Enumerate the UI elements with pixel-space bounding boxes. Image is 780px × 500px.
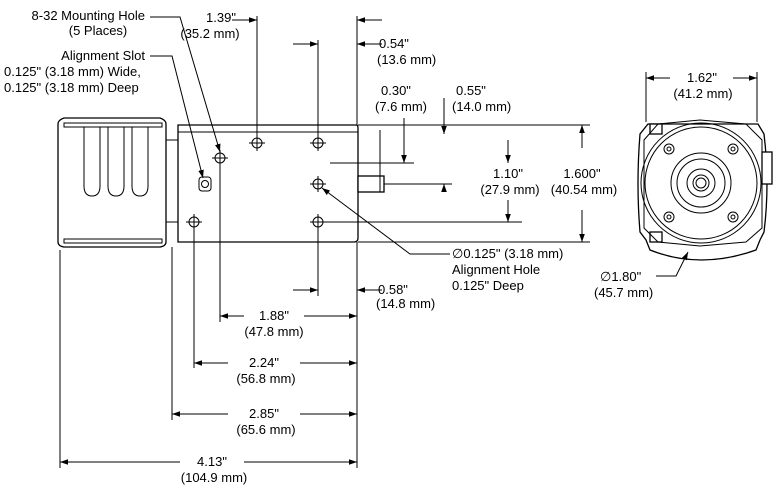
front-view xyxy=(637,72,773,277)
dim-030-mm: (7.6 mm) xyxy=(375,99,427,114)
knob-housing xyxy=(57,117,178,248)
annotation-labels: 8-32 Mounting Hole (5 Places) Alignment … xyxy=(4,8,563,293)
dim-1600-in: 1.600" xyxy=(563,166,601,181)
dim-139-in: 1.39" xyxy=(206,10,236,25)
dim-054-in: 0.54" xyxy=(379,36,409,51)
dim-110-in: 1.10" xyxy=(493,166,523,181)
mounting-hole-label: 8-32 Mounting Hole xyxy=(32,8,145,23)
dim-030-in: 0.30" xyxy=(381,83,411,98)
alignment-hole-diameter: ∅0.125" (3.18 mm) xyxy=(452,246,563,261)
alignment-hole-depth: 0.125" Deep xyxy=(452,278,524,293)
mounting-holes xyxy=(186,135,326,230)
extension-lines xyxy=(59,16,590,468)
dim-224-mm: (56.8 mm) xyxy=(236,371,295,386)
dim-055-mm: (14.0 mm) xyxy=(452,99,511,114)
alignment-hole-label: Alignment Hole xyxy=(452,262,540,277)
alignment-slot-depth: 0.125" (3.18 mm) Deep xyxy=(4,80,139,95)
dim-188-mm: (47.8 mm) xyxy=(244,324,303,339)
dimension-arrows xyxy=(60,17,585,465)
alignment-slot-width: 0.125" (3.18 mm) Wide, xyxy=(4,64,141,79)
dim-162-in: 1.62" xyxy=(687,70,717,85)
dim-224-in: 2.24" xyxy=(249,355,279,370)
mounting-hole-count: (5 Places) xyxy=(69,23,128,38)
dimension-labels: 1.39" (35.2 mm) 0.54" (13.6 mm) 0.30" (7… xyxy=(180,10,732,485)
mount-body xyxy=(177,124,359,243)
side-view xyxy=(57,16,590,468)
dim-1600-mm: (40.54 mm) xyxy=(551,182,617,197)
alignment-hole xyxy=(310,176,326,192)
dim-058-in: 0.58" xyxy=(378,282,408,297)
dim-162-mm: (41.2 mm) xyxy=(673,86,732,101)
dim-110-mm: (27.9 mm) xyxy=(480,182,539,197)
dim-055-in: 0.55" xyxy=(456,83,486,98)
alignment-slot xyxy=(198,176,212,192)
dim-139-mm: (35.2 mm) xyxy=(180,26,239,41)
dim-413-mm: (104.9 mm) xyxy=(181,470,247,485)
dim-180-in: ∅1.80" xyxy=(600,269,642,284)
dim-285-in: 2.85" xyxy=(249,406,279,421)
dim-058-mm: (14.8 mm) xyxy=(376,296,435,311)
shaft xyxy=(357,175,385,193)
dim-054-mm: (13.6 mm) xyxy=(377,52,436,67)
alignment-slot-label: Alignment Slot xyxy=(61,48,145,63)
dim-180-mm: (45.7 mm) xyxy=(594,285,653,300)
leader-lines xyxy=(150,16,450,255)
dim-413-in: 4.13" xyxy=(197,454,227,469)
dim-188-in: 1.88" xyxy=(259,308,289,323)
dim-285-mm: (65.6 mm) xyxy=(236,422,295,437)
